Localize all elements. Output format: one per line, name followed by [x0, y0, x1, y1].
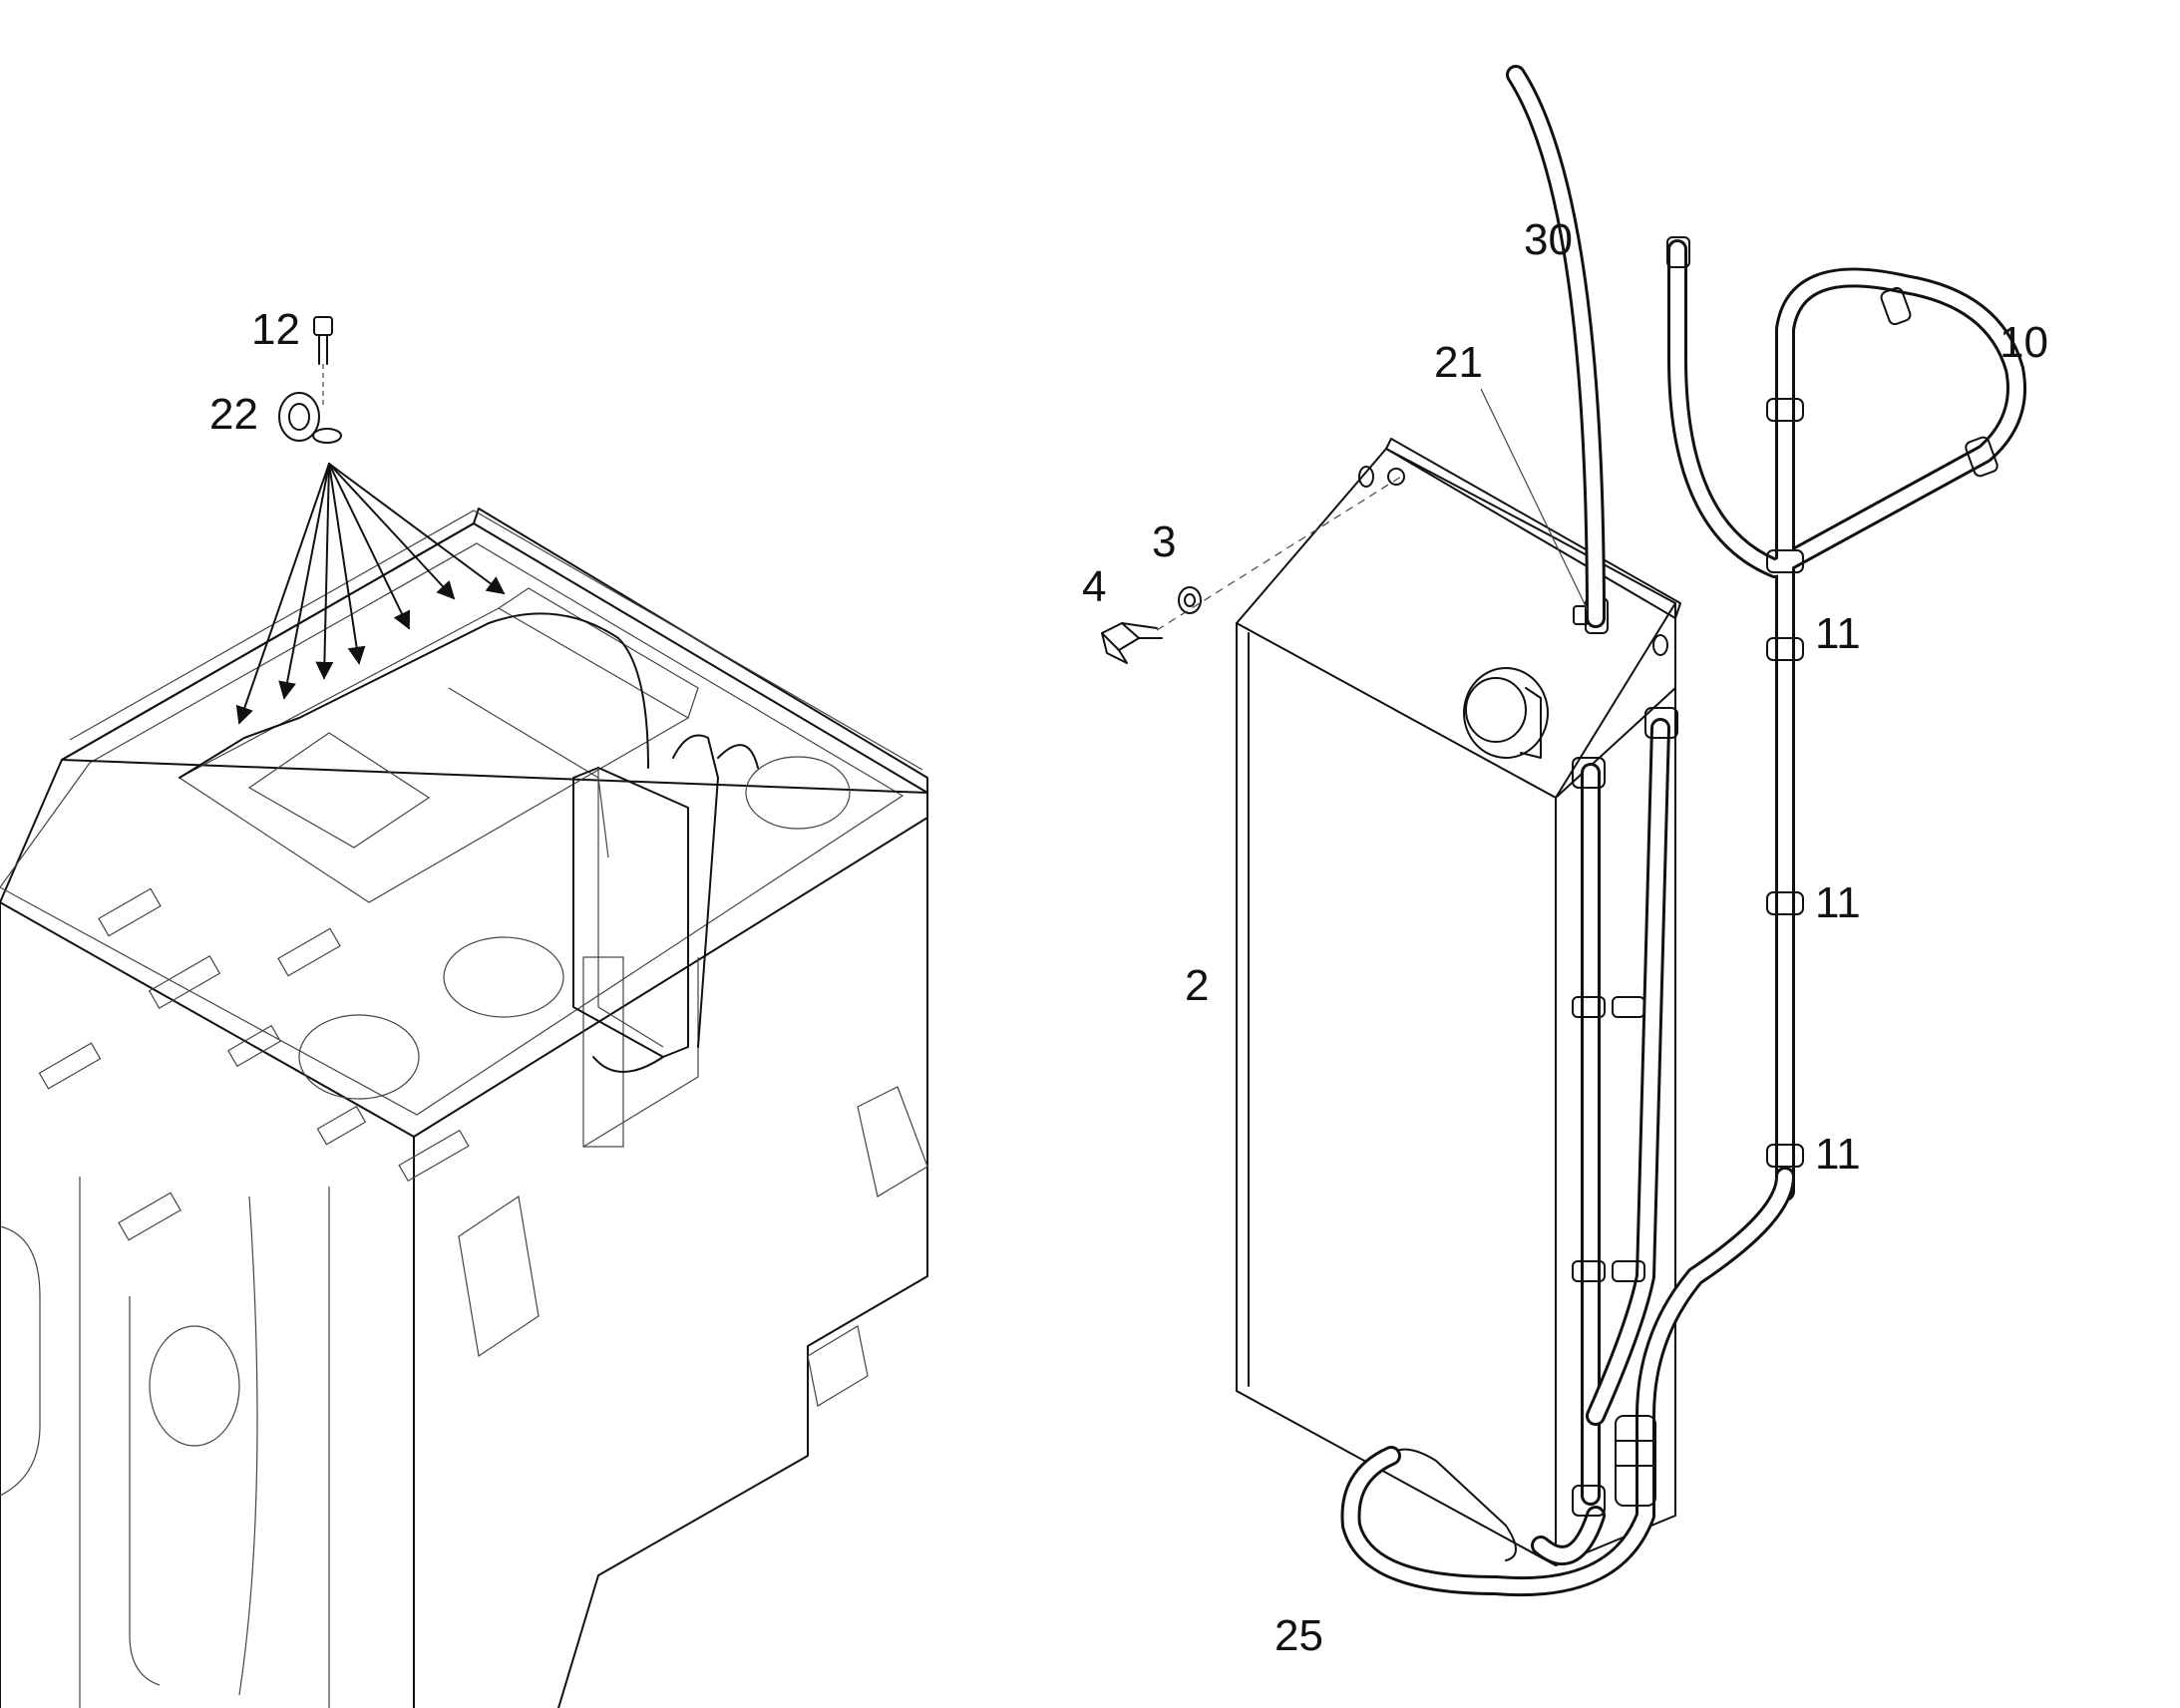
- callout-11-lower: 11: [1815, 1130, 1861, 1179]
- hose-25: [1340, 1167, 1795, 1597]
- callout-25: 25: [1274, 1611, 1323, 1660]
- callout-30: 30: [1524, 215, 1573, 264]
- bolt-axis: [1156, 476, 1402, 631]
- machine-frame: [0, 508, 928, 1708]
- washer-3: [1178, 586, 1202, 614]
- leader-21: [1480, 388, 1589, 611]
- bolt-4: [1101, 622, 1163, 664]
- clamp-22: [278, 392, 342, 444]
- tank-2: [1236, 438, 1681, 1566]
- hose-10: [1666, 236, 2026, 1201]
- callout-22: 22: [209, 390, 258, 439]
- callout-4: 4: [1082, 562, 1106, 611]
- callout-2: 2: [1185, 961, 1209, 1010]
- callout-21: 21: [1434, 338, 1483, 387]
- clamp-leader-arrows: [235, 463, 506, 725]
- callout-11-middle: 11: [1815, 878, 1861, 927]
- callout-10: 10: [1999, 318, 2048, 367]
- callout-11-upper: 11: [1815, 609, 1861, 658]
- callout-12: 12: [251, 305, 300, 354]
- hose-30: [1506, 65, 1606, 628]
- screw-12: [313, 316, 333, 409]
- hose-clips-11: [1766, 286, 1998, 1168]
- tank-side-lines: [1531, 707, 1678, 1565]
- callout-3: 3: [1152, 517, 1176, 566]
